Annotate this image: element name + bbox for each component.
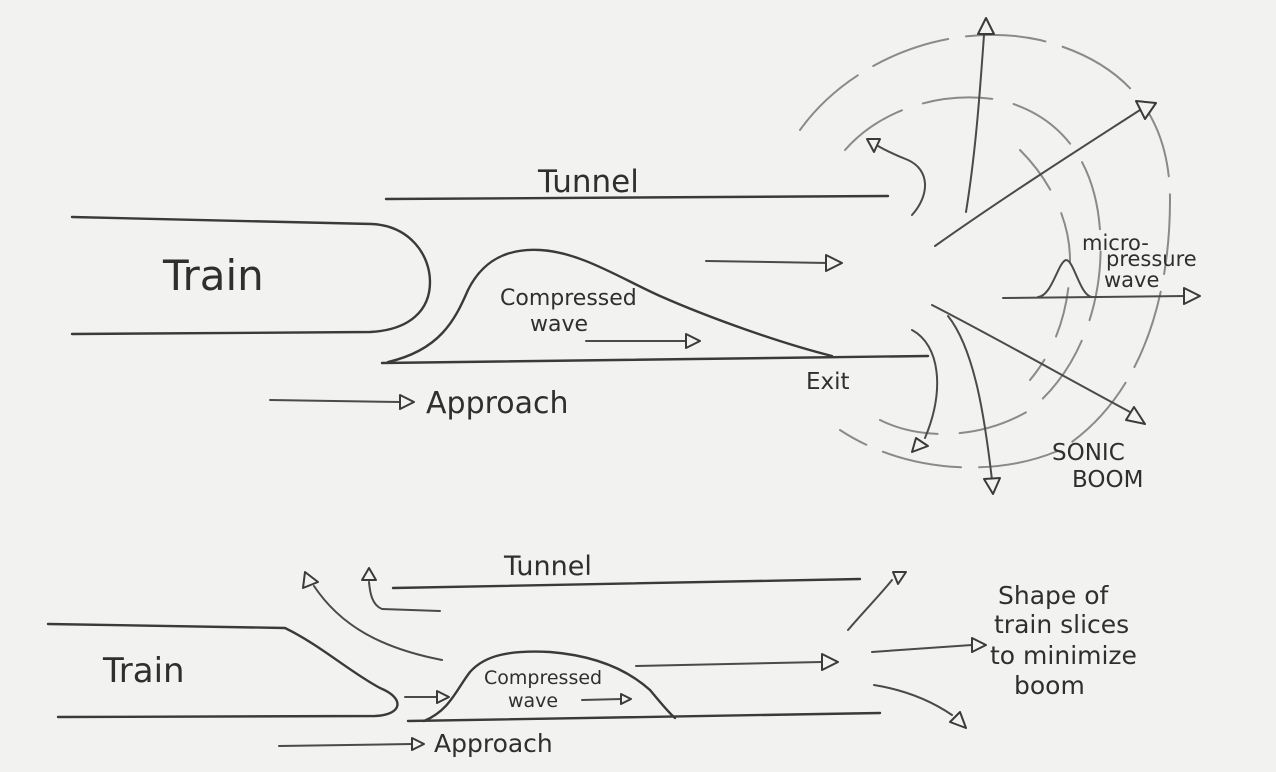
bottom-note-line-4: boom: [1014, 671, 1085, 700]
bottom-tunnel-roof: [391, 577, 862, 590]
bottom-curve-arrow-2-head: [361, 567, 377, 581]
burst-arrow-se-shaft: [931, 304, 1131, 413]
bottom-exit-arrow-up-head: [892, 571, 907, 585]
top-approach-arrowhead: [399, 394, 415, 410]
bottom-exit-arrow-down-shaft: [873, 684, 953, 716]
bottom-approach-arrow-shaft: [278, 743, 413, 747]
bottom-compressed-label-2: wave: [508, 690, 558, 712]
micropressure-baseline: [1002, 295, 1187, 299]
bottom-exit-arrow-down-head: [949, 711, 967, 729]
burst-arrow-sw-head: [911, 437, 929, 453]
bottom-wave-arrowhead: [620, 693, 632, 705]
sonic-boom-label-1: SONIC: [1052, 440, 1125, 466]
bottom-curve-arrow-1-shaft: [313, 585, 443, 661]
top-wave-arrowhead: [685, 333, 701, 349]
burst-arrow-curl-head: [866, 138, 881, 153]
bottom-note-line-1: Shape of: [998, 581, 1110, 610]
bottom-curve-arrow-1-head: [302, 571, 319, 589]
burst-arrow-down-head: [983, 477, 1001, 495]
top-exit-label: Exit: [806, 369, 850, 395]
top-flow-arrow-shaft: [705, 260, 829, 264]
top-train-body: [70, 215, 432, 336]
bottom-note-line-3: to minimize: [990, 641, 1137, 670]
bottom-exit-arrow-right-head: [971, 637, 987, 653]
top-flow-arrowhead: [825, 254, 843, 272]
bottom-train-body: [46, 622, 399, 719]
bottom-approach-arrowhead: [411, 737, 425, 751]
micropressure-arrowhead: [1183, 287, 1201, 305]
bottom-exit-arrow-up-shaft: [847, 579, 893, 631]
burst-arrow-curl-shaft: [877, 145, 926, 216]
top-wavefronts: [799, 33, 1172, 469]
top-diagram: Train Tunnel Compressed wave Approach Ex…: [70, 17, 1201, 495]
bottom-diagram: Train Tunnel Compressed wave Approach: [46, 551, 1137, 758]
top-approach-arrow-shaft: [269, 399, 401, 403]
sonic-boom-label-2: BOOM: [1072, 467, 1143, 493]
top-tunnel-floor: [380, 354, 930, 365]
bottom-compressed-label-1: Compressed: [484, 667, 602, 689]
bottom-tunnel-label: Tunnel: [503, 551, 592, 582]
burst-arrow-sw-shaft: [911, 329, 939, 439]
top-tunnel-roof: [384, 194, 890, 201]
burst-arrow-se-head: [1125, 406, 1146, 425]
micropressure-label-1: micro-: [1082, 231, 1149, 255]
micropressure-label-3: wave: [1104, 268, 1159, 292]
micropressure-pulse: [1037, 259, 1093, 298]
top-train-label: Train: [162, 251, 264, 300]
bottom-nose-arrowhead: [436, 690, 450, 704]
bottom-approach-label: Approach: [434, 729, 553, 758]
micropressure-label-2: pressure: [1106, 247, 1197, 271]
bottom-exit-arrow-right-shaft: [871, 644, 973, 653]
wavefront-middle: [844, 96, 1102, 435]
top-compressed-label-2: wave: [530, 312, 588, 337]
bottom-train-label: Train: [102, 651, 185, 691]
burst-arrow-down-shaft: [947, 315, 993, 481]
wavefront-outer: [799, 33, 1172, 469]
wavefront-inner: [1019, 149, 1072, 381]
bottom-compressed-wave-curve: [422, 650, 677, 723]
bottom-tunnel-floor: [406, 711, 882, 723]
top-tunnel-label: Tunnel: [537, 164, 639, 200]
bottom-flow-arrow-shaft: [635, 661, 823, 667]
bottom-note-line-2: train slices: [994, 610, 1129, 639]
top-approach-label: Approach: [426, 386, 569, 421]
top-compressed-label-1: Compressed: [500, 286, 637, 311]
bottom-flow-arrowhead: [821, 653, 839, 671]
top-compressed-wave-curve: [386, 248, 834, 364]
burst-arrow-up-shaft: [965, 34, 985, 213]
bottom-curve-arrow-2-shaft: [368, 581, 441, 612]
burst-arrow-up-head: [977, 17, 995, 35]
burst-arrow-ne-shaft: [934, 109, 1141, 247]
bottom-wave-arrow-shaft: [581, 698, 623, 701]
burst-arrow-ne-head: [1135, 100, 1157, 120]
